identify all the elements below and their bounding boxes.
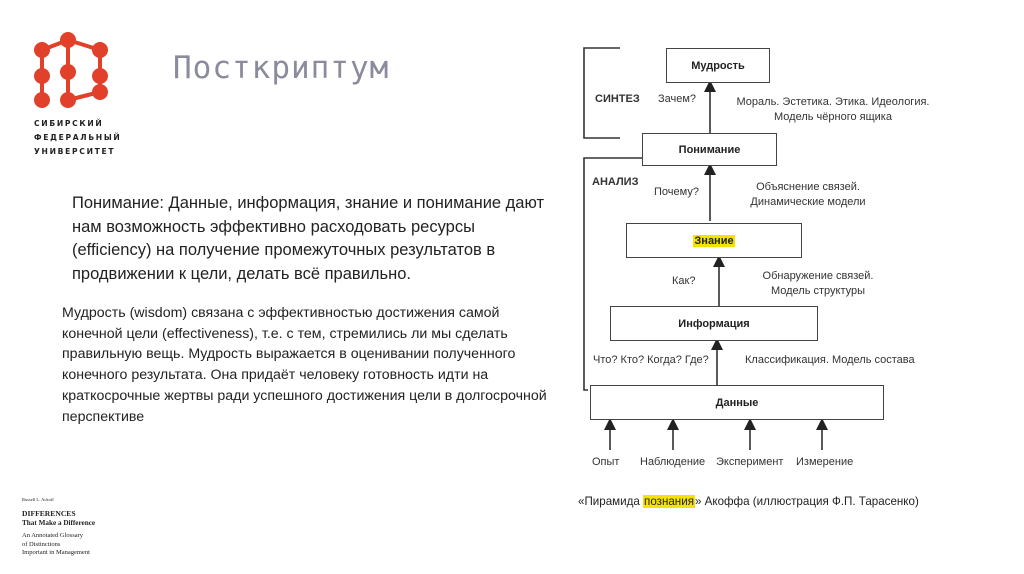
question-what: Что? Кто? Когда? Где? — [593, 353, 709, 368]
note-line: Модель чёрного ящика — [728, 110, 938, 125]
understanding-box: Понимание — [642, 133, 777, 166]
sfu-logo-icon — [28, 28, 116, 114]
university-name: СИБИРСКИЙ ФЕДЕРАЛЬНЫЙ УНИВЕРСИТЕТ — [34, 117, 122, 159]
note-line: Мораль. Эстетика. Этика. Идеология. — [728, 95, 938, 110]
diagram-caption: «Пирамида познания» Акоффа (иллюстрация … — [578, 495, 919, 508]
book-subtitle: An Annotated Glossary of Distinctions Im… — [22, 532, 95, 558]
data-box: Данные — [590, 385, 884, 420]
knowledge-pyramid-diagram: Мудрость Понимание Знание Информация Дан… — [578, 40, 998, 480]
note-classify: Классификация. Модель состава — [745, 353, 915, 368]
note-line: Обнаружение связей. — [743, 269, 893, 284]
note-discover: Обнаружение связей. Модель структуры — [743, 269, 893, 299]
note-morals: Мораль. Эстетика. Этика. Идеология. Моде… — [728, 95, 938, 125]
wisdom-box: Мудрость — [666, 48, 770, 83]
book-title-line2: That Make a Difference — [22, 518, 95, 528]
university-name-line: СИБИРСКИЙ — [34, 117, 122, 131]
note-line: Объяснение связей. — [733, 180, 883, 195]
input-observation: Наблюдение — [640, 455, 705, 470]
caption-highlight: познания — [643, 495, 695, 508]
synthesis-label: СИНТЕЗ — [595, 92, 640, 107]
input-experience: Опыт — [592, 455, 619, 470]
analysis-label: АНАЛИЗ — [592, 175, 638, 190]
understanding-paragraph: Понимание: Данные, информация, знание и … — [72, 192, 552, 286]
university-name-line: УНИВЕРСИТЕТ — [34, 145, 122, 159]
knowledge-label: Знание — [693, 235, 734, 247]
input-experiment: Эксперимент — [716, 455, 783, 470]
note-line: Модель структуры — [743, 284, 893, 299]
input-measurement: Измерение — [796, 455, 853, 470]
university-logo — [28, 28, 118, 114]
slide-title: Посткриптум — [173, 50, 389, 86]
wisdom-paragraph: Мудрость (wisdom) связана с эффективност… — [62, 303, 562, 427]
question-why: Почему? — [654, 185, 699, 200]
knowledge-box: Знание — [626, 223, 802, 258]
information-box: Информация — [610, 306, 818, 341]
note-explain: Объяснение связей. Динамические модели — [733, 180, 883, 210]
question-why-for: Зачем? — [658, 92, 696, 107]
question-how: Как? — [672, 274, 695, 289]
university-name-line: ФЕДЕРАЛЬНЫЙ — [34, 131, 122, 145]
note-line: Динамические модели — [733, 195, 883, 210]
book-subtitle-line: of Distinctions — [22, 541, 95, 550]
caption-text-after: » Акоффа (иллюстрация Ф.П. Тарасенко) — [695, 495, 919, 508]
book-author: Russell L. Ackoff — [22, 497, 95, 502]
book-cover: Russell L. Ackoff DIFFERENCES That Make … — [22, 497, 95, 558]
book-subtitle-line: An Annotated Glossary — [22, 532, 95, 541]
book-title: DIFFERENCES — [22, 510, 95, 518]
book-subtitle-line: Important in Management — [22, 549, 95, 558]
caption-text-before: «Пирамида — [578, 495, 643, 508]
